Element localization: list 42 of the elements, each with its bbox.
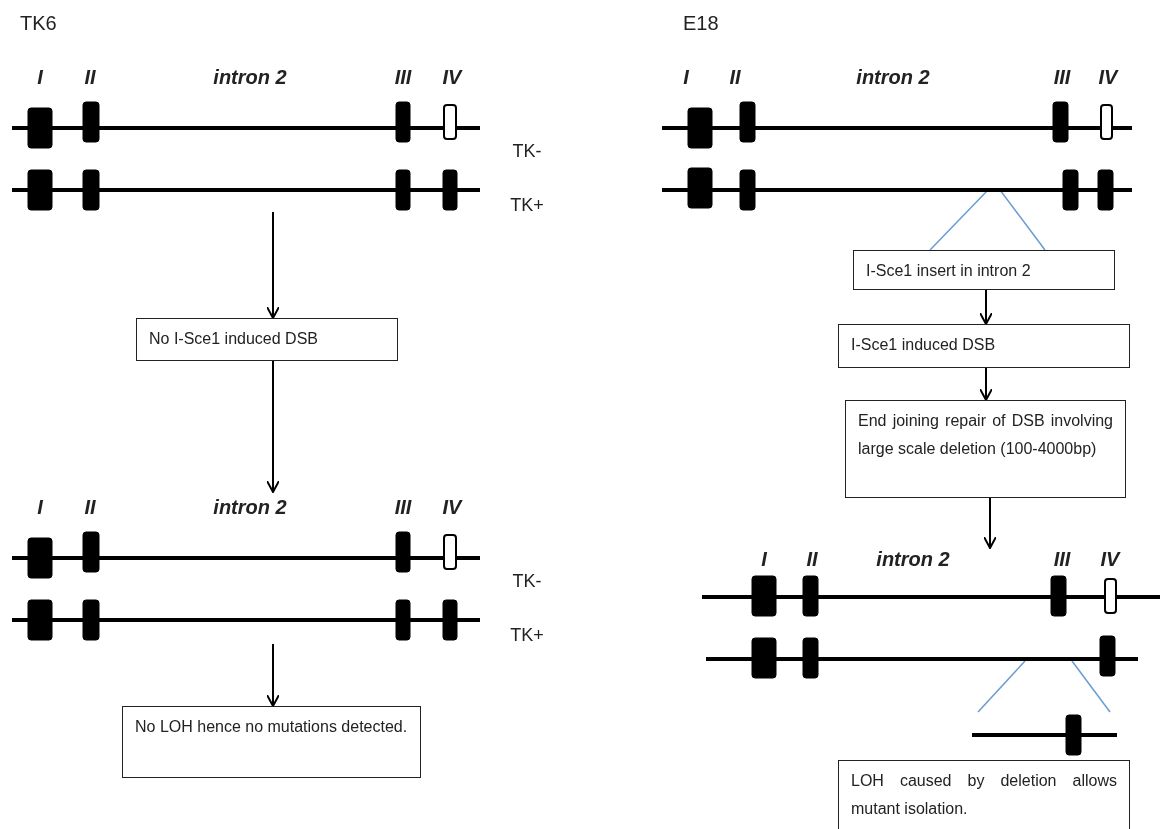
intron-label: intron 2 [856,66,930,88]
arrow [983,497,997,549]
exon-label: IV [1100,548,1120,570]
exon-label: I [761,548,767,570]
arrow [979,289,993,325]
allele-label: TK+ [510,194,544,216]
allele-label: TK- [512,570,542,592]
arrow [979,367,993,401]
exon-label: IV [442,66,462,88]
allele-label: TK+ [510,624,544,646]
connector-line [929,189,989,251]
process-box: I-Sce1 insert in intron 2 [853,250,1115,290]
exon-label: IV [1098,66,1118,88]
panel-title: E18 [683,12,719,34]
intron-label: intron 2 [213,496,287,518]
intron-label: intron 2 [876,548,950,570]
connector-line [1071,660,1111,713]
exon-label: II [806,548,818,570]
exon-label: II [729,66,741,88]
process-box: No LOH hence no mutations detected. [122,706,421,778]
exon-label: I [37,496,43,518]
exon-label: III [394,66,412,88]
exon-label: I [37,66,43,88]
exon-label: IV [442,496,462,518]
exon-label: III [1053,548,1071,570]
allele-label: TK- [512,140,542,162]
process-box: No I-Sce1 induced DSB [136,318,398,361]
exon-label: II [84,66,96,88]
exon-label: III [394,496,412,518]
arrow [266,211,280,319]
arrow [266,360,280,493]
panel-title: TK6 [20,12,57,34]
intron-label: intron 2 [213,66,287,88]
process-box: End joining repair of DSB involving large scale deletion (100-4000bp) [845,400,1126,498]
arrow [266,643,280,707]
connector-line [999,189,1046,251]
exon-label: I [683,66,689,88]
process-box: LOH caused by deletion allows mutant isolation. [838,760,1130,829]
process-box: I-Sce1 induced DSB [838,324,1130,368]
connector-line [977,660,1026,713]
exon-label: III [1053,66,1071,88]
exon-label: II [84,496,96,518]
